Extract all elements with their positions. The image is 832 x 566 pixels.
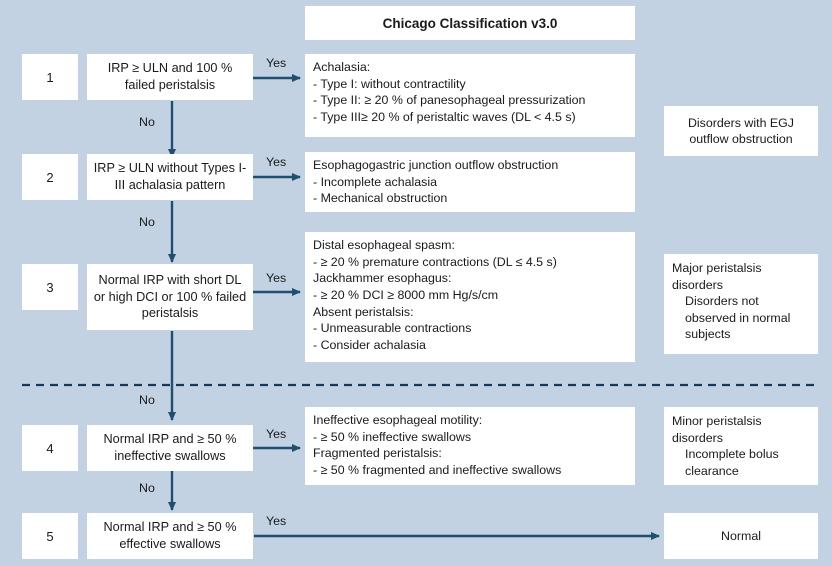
- outcome-line-1-1: - Type I: without contractility: [313, 76, 466, 91]
- outcome-line-3-2: - ≥ 20 % premature contractions (DL ≤ 4.…: [313, 254, 557, 269]
- decision-box-5: Normal IRP and ≥ 50 % effective swallows: [87, 513, 253, 559]
- category-minor-sub1: Incomplete bolus: [685, 447, 779, 461]
- decision-box-4: Normal IRP and ≥ 50 % ineffective swallo…: [87, 425, 253, 471]
- outcome-line-4-3: Fragmented peristalsis:: [313, 446, 442, 461]
- category-major-line2: disorders: [672, 277, 723, 292]
- category-major-line1: Major peristalsis: [672, 261, 762, 275]
- decision-box-1: IRP ≥ ULN and 100 % failed peristalsis: [87, 54, 253, 100]
- page-title: Chicago Classification v3.0: [305, 6, 635, 40]
- no-label-1: No: [139, 115, 155, 129]
- outcome-line-4-2: - ≥ 50 % ineffective swallows: [313, 429, 472, 444]
- decision-box-3: Normal IRP with short DL or high DCI or …: [87, 264, 253, 330]
- outcome-line-2-2: - Mechanical obstruction: [313, 191, 448, 206]
- category-box-egj: Disorders with EGJ outflow obstruction: [664, 106, 818, 156]
- outcome-line-1-2: - Type II: ≥ 20 % of panesophageal press…: [313, 93, 586, 108]
- outcome-line-3-3: Jackhammer esophagus:: [313, 271, 452, 286]
- outcome-box-3: Distal esophageal spasm: - ≥ 20 % premat…: [305, 232, 635, 362]
- step-number-1: 1: [22, 54, 78, 100]
- outcome-line-3-7: - Consider achalasia: [313, 338, 426, 353]
- no-label-3: No: [139, 393, 155, 407]
- outcome-line-3-5: Absent peristalsis:: [313, 304, 414, 319]
- outcome-line-3-6: - Unmeasurable contractions: [313, 321, 472, 336]
- yes-label-4: Yes: [266, 427, 287, 441]
- category-minor-line2: disorders: [672, 430, 723, 445]
- outcome-box-normal: Normal: [664, 513, 818, 559]
- yes-label-1: Yes: [266, 56, 287, 70]
- category-minor-line1: Minor peristalsis: [672, 414, 762, 428]
- step-number-2: 2: [22, 154, 78, 200]
- outcome-heading-2: Esophagogastric junction outflow obstruc…: [313, 158, 559, 172]
- step-number-3: 3: [22, 264, 78, 310]
- outcome-box-4: Ineffective esophageal motility: - ≥ 50 …: [305, 407, 635, 485]
- category-minor-sub2: clearance: [685, 463, 739, 478]
- outcome-box-1: Achalasia: - Type I: without contractili…: [305, 54, 635, 137]
- category-major-sub1: Disorders not: [685, 294, 759, 308]
- yes-label-2: Yes: [266, 155, 287, 169]
- decision-box-2: IRP ≥ ULN without Types I-III achalasia …: [87, 154, 253, 200]
- step-number-5: 5: [22, 513, 78, 559]
- outcome-line-3-1: Distal esophageal spasm:: [313, 238, 455, 252]
- no-label-2: No: [139, 215, 155, 229]
- outcome-line-3-4: - ≥ 20 % DCI ≥ 8000 mm Hg/s/cm: [313, 288, 499, 303]
- outcome-heading-1: Achalasia:: [313, 60, 371, 74]
- outcome-line-2-1: - Incomplete achalasia: [313, 174, 437, 189]
- outcome-line-1-3: - Type III≥ 20 % of peristaltic waves (D…: [313, 110, 576, 125]
- category-egj-line1: Disorders with EGJ: [687, 115, 795, 130]
- category-box-major: Major peristalsis disorders Disorders no…: [664, 254, 818, 354]
- category-box-minor: Minor peristalsis disorders Incomplete b…: [664, 407, 818, 485]
- category-major-sub3: subjects: [685, 327, 731, 341]
- outcome-box-2: Esophagogastric junction outflow obstruc…: [305, 152, 635, 212]
- category-major-sub2: observed in normal: [685, 310, 791, 325]
- no-label-4: No: [139, 481, 155, 495]
- category-egj-line2: outflow obstruction: [689, 132, 793, 146]
- outcome-line-4-4: - ≥ 50 % fragmented and ineffective swal…: [313, 463, 562, 478]
- yes-label-3: Yes: [266, 271, 287, 285]
- outcome-line-4-1: Ineffective esophageal motility:: [313, 413, 483, 427]
- yes-label-5: Yes: [266, 514, 287, 528]
- step-number-4: 4: [22, 425, 78, 471]
